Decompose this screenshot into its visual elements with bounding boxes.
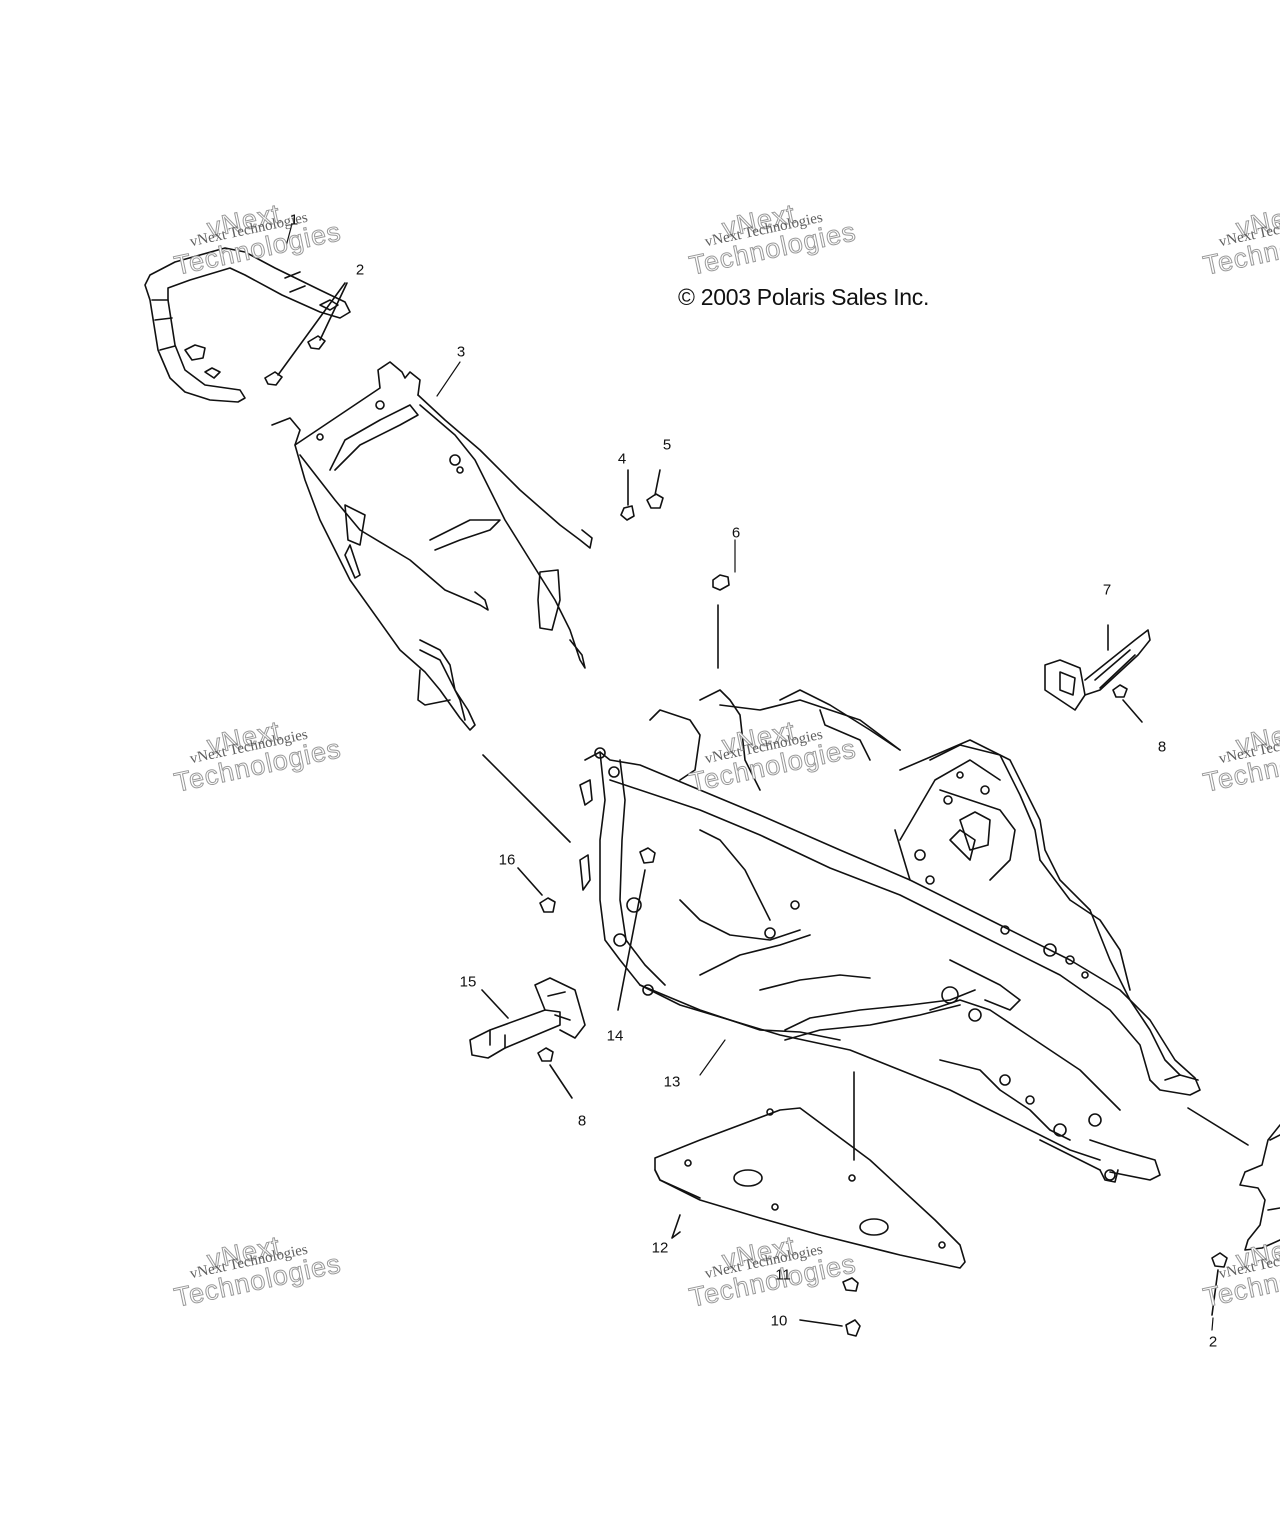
part-13-main-frame xyxy=(579,689,1201,1183)
callout-2: 2 xyxy=(1208,1333,1218,1351)
parts-4-5-6-fasteners xyxy=(620,469,730,669)
leader-14 xyxy=(617,869,646,1011)
callout-6: 6 xyxy=(731,524,741,542)
callout-2: 2 xyxy=(355,261,365,279)
part-8-bolt-upper xyxy=(1112,684,1143,723)
callout-4: 4 xyxy=(617,450,627,468)
callout-8: 8 xyxy=(1157,738,1167,756)
part-1-rear-grab-bar xyxy=(144,247,351,403)
callout-14: 14 xyxy=(606,1027,624,1045)
part-12-skid-plate xyxy=(654,1107,966,1269)
part-15-footrest-left xyxy=(469,977,586,1059)
callout-16: 16 xyxy=(498,851,516,869)
callout-13: 13 xyxy=(663,1073,681,1091)
part-16-bolt xyxy=(517,867,556,913)
copyright-notice: © 2003 Polaris Sales Inc. xyxy=(678,284,930,310)
callout-leaders xyxy=(284,223,1214,1331)
callout-1: 1 xyxy=(289,211,299,229)
part-7-footrest-bracket xyxy=(1044,624,1151,711)
callout-8: 8 xyxy=(577,1112,587,1130)
callout-3: 3 xyxy=(456,343,466,361)
parts-10-11-fasteners xyxy=(799,1277,861,1337)
assembly-line-rear xyxy=(482,754,571,843)
part-14-nut xyxy=(639,847,656,864)
part-3-rear-subframe xyxy=(271,361,593,731)
part-2-bolts xyxy=(264,282,348,386)
callout-11: 11 xyxy=(775,1266,791,1284)
callout-10: 10 xyxy=(770,1312,788,1330)
callout-7: 7 xyxy=(1102,581,1112,599)
part-8-bolt-lower xyxy=(537,1047,573,1099)
callout-15: 15 xyxy=(459,973,477,991)
front-bumper-partial xyxy=(1187,1107,1280,1316)
callout-5: 5 xyxy=(662,436,672,454)
callout-12: 12 xyxy=(651,1239,669,1257)
